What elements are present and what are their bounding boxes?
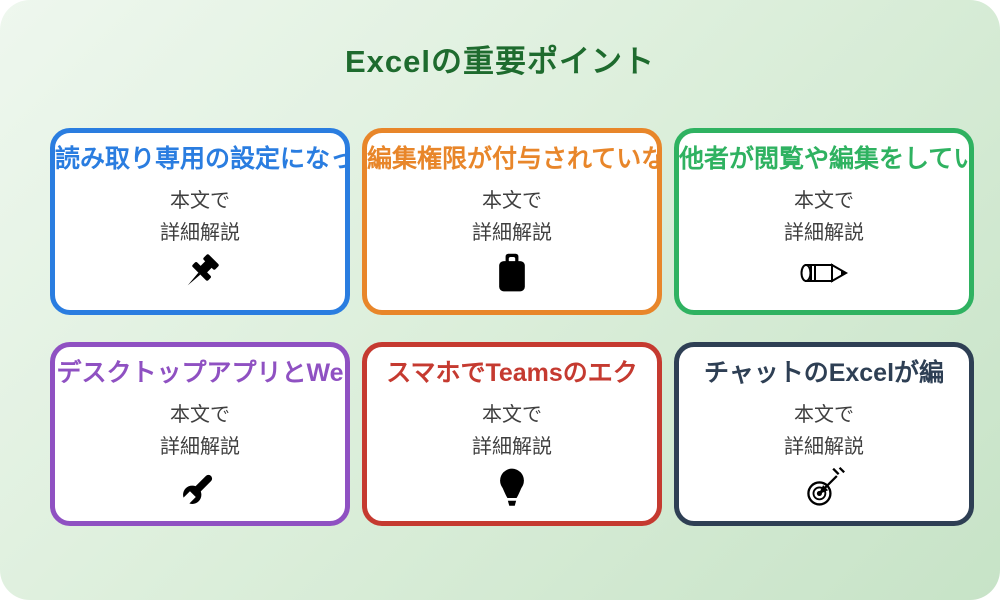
pencil-icon [796,250,852,296]
card-no-permission: 編集権限が付与されていな 本文で 詳細解説 [362,128,662,315]
lightbulb-icon [490,464,534,510]
card-body-text: 本文で 詳細解説 [784,190,864,245]
card-body-text: 本文で 詳細解説 [160,404,240,459]
page-title: Excelの重要ポイント [344,44,655,79]
card-read-only: 読み取り専用の設定になっ 本文で 詳細解説 [50,128,350,315]
card-body-text: 本文で 詳細解説 [784,404,864,459]
wrench-icon [178,464,222,510]
card-title: 編集権限が付与されていな [367,145,657,173]
card-others-editing: 他者が閲覧や編集をしてい 本文で 詳細解説 [674,128,974,315]
card-body-text: 本文で 詳細解説 [160,190,240,245]
clipboard-icon [490,250,534,296]
card-title: 他者が閲覧や編集をしてい [679,145,969,173]
card-body-text: 本文で 詳細解説 [472,404,552,459]
card-chat-excel: チャットのExcelが編 本文で 詳細解説 [674,342,974,526]
card-smartphone-teams: スマホでTeamsのエク 本文で 詳細解説 [362,342,662,526]
card-title: スマホでTeamsのエク [386,359,638,387]
card-title: チャットのExcelが編 [703,359,945,387]
card-title: デスクトップアプリとWe [56,359,344,387]
target-icon [802,464,846,510]
pushpin-icon [178,250,222,296]
card-desktop-vs-web: デスクトップアプリとWe 本文で 詳細解説 [50,342,350,526]
card-grid: 読み取り専用の設定になっ 本文で 詳細解説 編集権限が付与されていな [50,128,974,526]
card-body-text: 本文で 詳細解説 [472,190,552,245]
card-title: 読み取り専用の設定になっ [55,145,345,173]
